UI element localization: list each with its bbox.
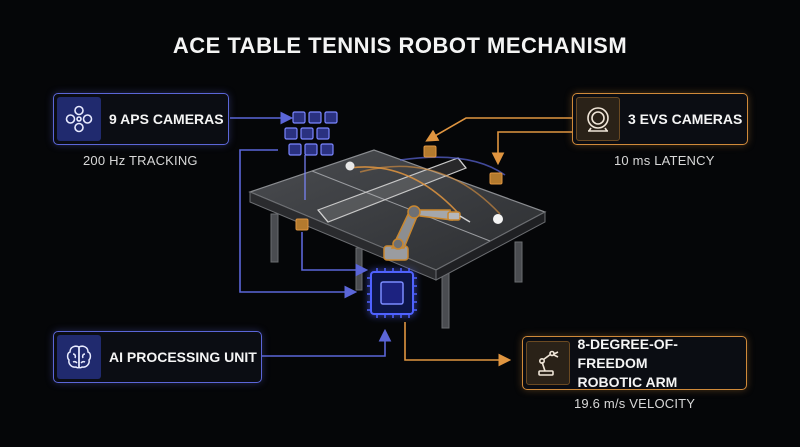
arm-velocity-detail: 19.6 m/s VELOCITY (574, 396, 696, 411)
ai-processing-box: AI PROCESSING UNIT (53, 331, 262, 383)
robotic-arm-label-line1: 8-DEGREE-OF-FREEDOM (577, 335, 678, 371)
ball-trajectories (349, 156, 506, 216)
robotic-arm-label-line2: ROBOTIC ARM (577, 373, 678, 390)
ball-icon (345, 161, 355, 171)
orange-connectors (404, 117, 572, 367)
evs-cameras-box: 3 EVS CAMERAS (572, 93, 748, 145)
aps-cameras-label: 9 APS CAMERAS (109, 110, 224, 127)
evs-cameras-label: 3 EVS CAMERAS (628, 110, 743, 127)
robotic-arm (383, 205, 471, 261)
ai-processing-label: AI PROCESSING UNIT (109, 348, 257, 365)
event-camera-icon (576, 97, 620, 141)
camera-cluster-icon (57, 97, 101, 141)
robotic-arm-box: 8-DEGREE-OF-FREEDOM ROBOTIC ARM (522, 336, 747, 390)
ball-icon (493, 214, 503, 224)
chip-pins (367, 268, 417, 318)
aps-camera-cluster (284, 111, 338, 200)
aps-tracking-detail: 200 Hz TRACKING (83, 153, 198, 168)
ai-chip (370, 271, 414, 315)
event-camera-units (295, 145, 503, 231)
evs-latency-detail: 10 ms LATENCY (614, 153, 715, 168)
page-title: ACE TABLE TENNIS ROBOT MECHANISM (172, 33, 628, 58)
brain-icon (57, 335, 101, 379)
aps-cameras-box: 9 APS CAMERAS (53, 93, 229, 145)
robot-arm-icon (526, 341, 570, 385)
blue-connectors (230, 111, 392, 357)
